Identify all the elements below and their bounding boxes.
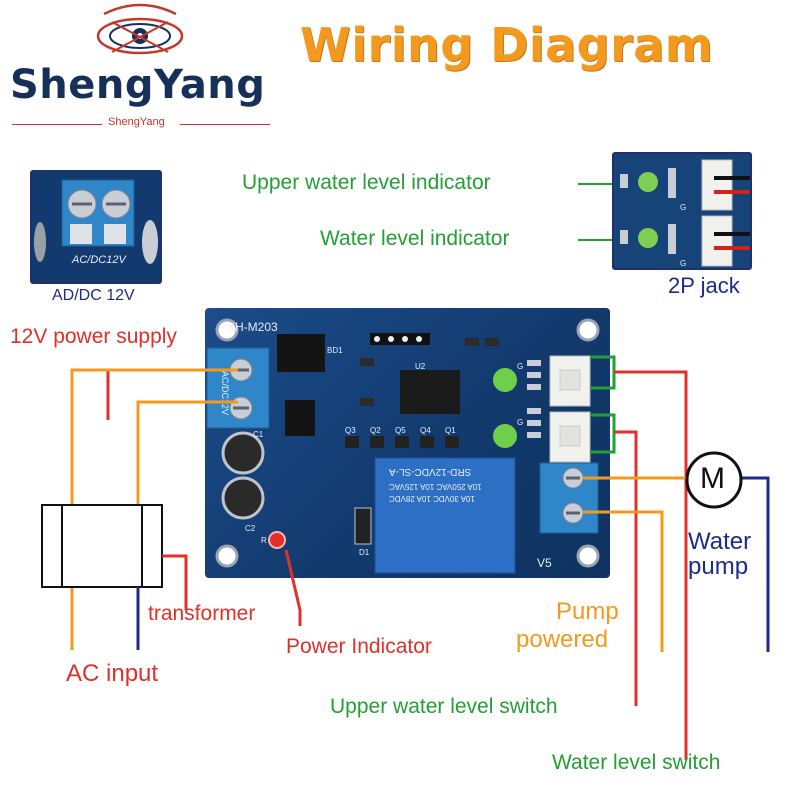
- jack-inset: G G: [612, 152, 752, 270]
- silk-d1: D1: [359, 548, 370, 557]
- brand-sub: ShengYang: [108, 116, 165, 128]
- board-version: V5: [537, 556, 552, 570]
- transformer-body: [41, 504, 163, 588]
- silk-u2: U2: [415, 362, 426, 371]
- silk-c2: C2: [245, 524, 256, 533]
- terminal-caption: AD/DC 12V: [52, 287, 135, 304]
- label-upper-indicator: Upper water level indicator: [242, 171, 491, 194]
- board-model: XH-M203: [227, 320, 278, 334]
- brand-logo: ShengYang ShengYang: [0, 0, 290, 140]
- pcb-board: XH-M203 AC/DC12V SRD-12VDC-SL-A 10A 250V…: [205, 308, 610, 578]
- silk-c1: C1: [253, 430, 264, 439]
- silk-q2: Q2: [370, 426, 381, 435]
- terminal-inset-silk: AC/DC12V: [72, 254, 126, 266]
- jack-caption: 2P jack: [668, 273, 740, 298]
- label-power-supply: 12V power supply: [10, 325, 177, 348]
- silk-q1: Q1: [445, 426, 456, 435]
- label-power-indicator: Power Indicator: [286, 635, 432, 658]
- svg-text:G: G: [680, 203, 686, 212]
- silk-q5: Q5: [395, 426, 406, 435]
- wire-upper-switch: [614, 430, 638, 706]
- brand-name: ShengYang: [10, 62, 266, 108]
- board-terminal-silk: AC/DC12V: [220, 370, 231, 416]
- motor-label: M: [700, 462, 725, 495]
- page-title: Wiring Diagram: [300, 18, 714, 72]
- label-ac-input: AC input: [66, 660, 159, 687]
- silk-q3: Q3: [345, 426, 356, 435]
- label-transformer: transformer: [148, 602, 256, 625]
- relay-spec-1: 10A 250VAC 10A 125VAC: [389, 482, 482, 491]
- label-water-pump-line1: Water: [688, 528, 752, 555]
- svg-text:G: G: [680, 259, 686, 268]
- label-pump-powered-line1: Pump: [556, 598, 619, 625]
- label-pump-powered-line2: powered: [516, 626, 609, 653]
- silk-bd1: BD1: [327, 346, 343, 355]
- silk-r: R: [261, 536, 267, 545]
- silk-q4: Q4: [420, 426, 431, 435]
- brand-divider-left: [12, 124, 102, 125]
- label-level-switch: Water level switch: [552, 751, 721, 774]
- label-level-indicator: Water level indicator: [320, 227, 510, 250]
- silk-g-upper: G: [517, 362, 524, 371]
- terminal-inset: AC/DC12V: [30, 170, 162, 284]
- relay-spec-2: 10A 30VDC 10A 28VDC: [389, 494, 475, 503]
- eye-logo-icon: [96, 3, 184, 55]
- brand-divider-right: [180, 124, 270, 125]
- label-water-pump-line2: pump: [688, 553, 749, 580]
- relay-model: SRD-12VDC-SL-A: [389, 466, 472, 477]
- silk-g-lower: G: [517, 418, 524, 427]
- wire-level-switch: [614, 370, 688, 760]
- label-upper-switch: Upper water level switch: [330, 695, 558, 718]
